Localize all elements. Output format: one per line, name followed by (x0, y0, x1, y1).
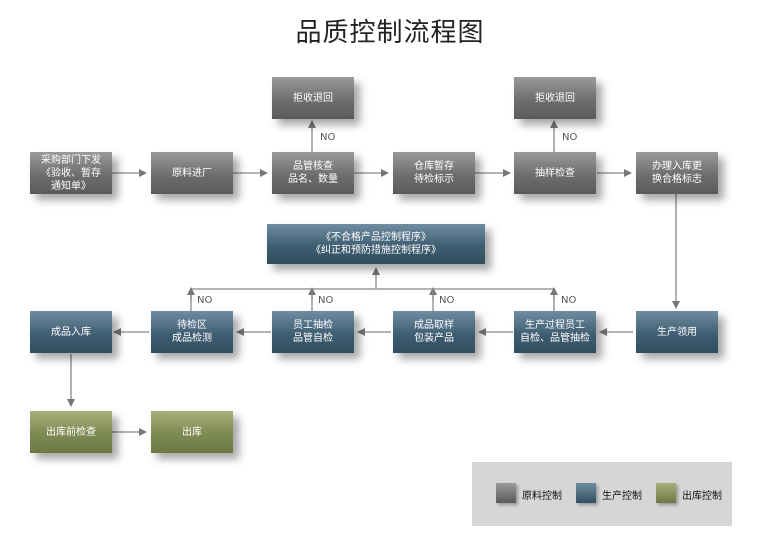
legend-label: 生产控制 (602, 491, 642, 502)
reject-node: 拒收退回 (272, 77, 354, 119)
no-label: NO (562, 132, 578, 143)
qc-check-node: 品管核查 品名、数量 (272, 152, 354, 194)
legend-label: 原料控制 (522, 491, 562, 502)
legend-swatch-green (656, 483, 676, 503)
purchase-notice-node: 采购部门下发 《验收、暂存 通知单》 (30, 152, 112, 194)
no-label: NO (561, 295, 577, 306)
no-label: NO (320, 132, 336, 143)
ship-out-node: 出库 (151, 411, 233, 453)
no-label: NO (197, 295, 213, 306)
finished-storage-node: 成品入库 (30, 311, 112, 353)
sampling-node: 抽样检查 (514, 152, 596, 194)
finished-sampling-node: 成品取样 包装产品 (393, 311, 475, 353)
no-label: NO (439, 295, 455, 306)
raw-arrival-node: 原料进厂 (151, 152, 233, 194)
pending-area-node: 待检区 成品检测 (151, 311, 233, 353)
page-title: 品质控制流程图 (295, 18, 485, 48)
process-inspection-node: 生产过程员工 自检、品管抽检 (514, 311, 596, 353)
legend-swatch-gray (496, 483, 516, 503)
production-pick-node: 生产领用 (636, 311, 718, 353)
pre-ship-check-node: 出库前检查 (30, 411, 112, 453)
reject-node: 拒收退回 (514, 77, 596, 119)
warehouse-hold-node: 仓库暂存 待检标示 (393, 152, 475, 194)
legend-swatch-blue (576, 483, 596, 503)
legend-label: 出库控制 (682, 491, 722, 502)
storage-label-node: 办理入库更 换合格标志 (636, 152, 718, 194)
no-label: NO (318, 295, 334, 306)
nonconform-procedure-node: 《不合格产品控制程序》 《纠正和预防措施控制程序》 (267, 224, 485, 264)
legend: 原料控制 生产控制 出库控制 (472, 462, 732, 526)
staff-check-node: 员工抽检 品管自检 (272, 311, 354, 353)
